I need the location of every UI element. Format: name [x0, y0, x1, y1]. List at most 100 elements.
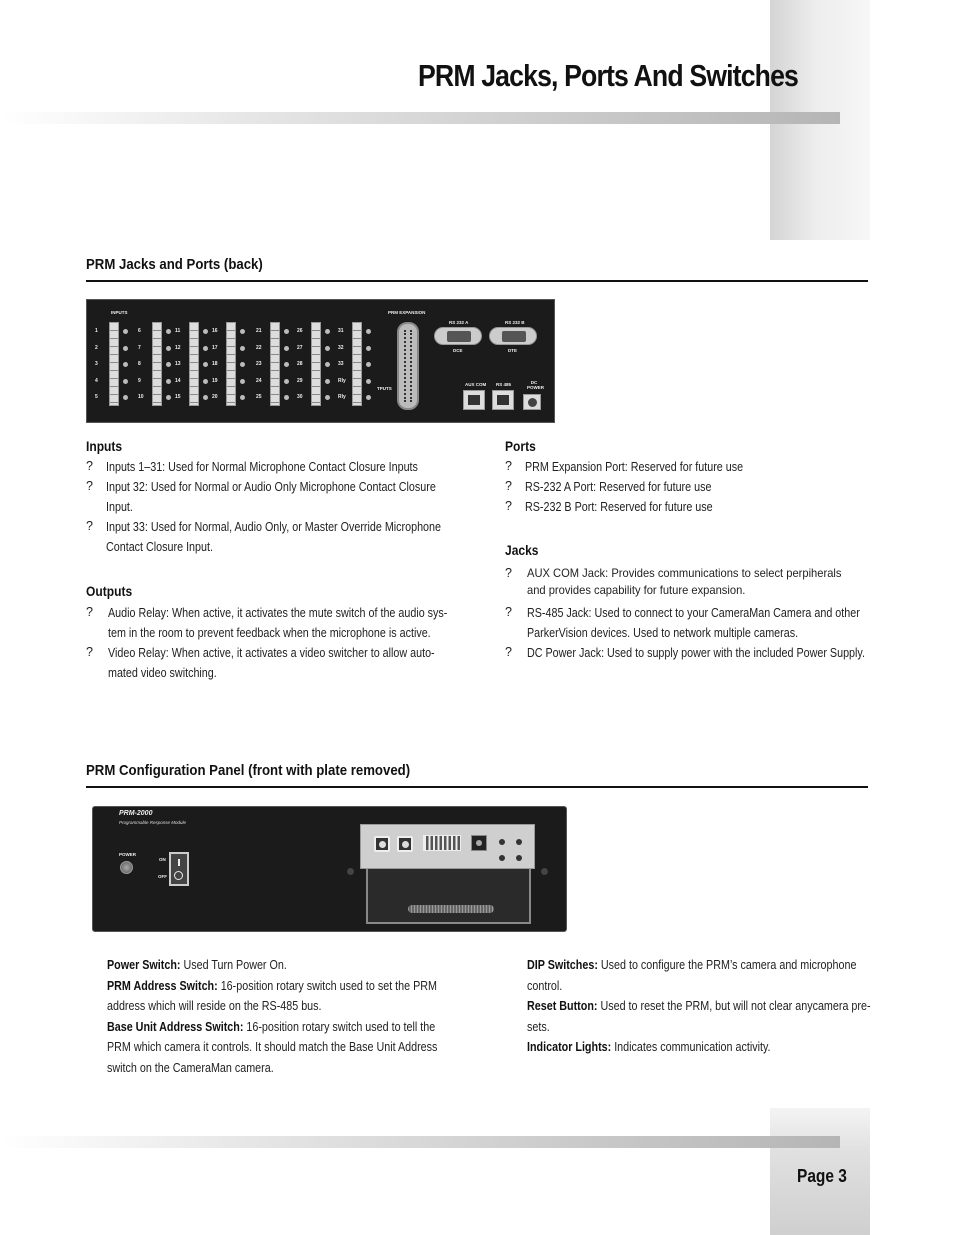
input-number-label: 32 [338, 344, 344, 351]
input-led-icon [123, 378, 128, 384]
bullet-icon: ? [505, 479, 512, 493]
input-number-label: 18 [212, 361, 218, 367]
input-led-icon [240, 378, 245, 384]
input-led-icon [203, 395, 208, 400]
input-number-label: 17 [212, 344, 218, 351]
power-switch [169, 852, 189, 886]
indicator-light-icon [516, 855, 522, 861]
input-led-icon [123, 395, 128, 400]
jacks-item: AUX COM Jack: Provides communications to… [527, 566, 842, 597]
indicator-light-icon [516, 839, 522, 845]
panel-label-dce: DCE [453, 348, 463, 353]
bullet-icon: ? [505, 605, 512, 619]
input-led-icon [366, 329, 371, 334]
input-number-label: 7 [138, 344, 141, 351]
input-led-icon [284, 395, 289, 400]
input-led-icon [325, 362, 330, 367]
terminal-block [352, 322, 362, 406]
input-led-icon [284, 378, 289, 384]
input-number-label: 30 [297, 394, 303, 400]
base-unit-address-rotary-switch [397, 836, 413, 852]
section-rule-back [86, 280, 868, 282]
input-led-icon [123, 329, 128, 334]
ports-item: RS-232 B Port: Reserved for future use [525, 500, 713, 514]
input-led-icon [166, 345, 171, 351]
prm-expansion-connector [397, 322, 419, 410]
input-number-label: 13 [175, 361, 181, 367]
bullet-icon: ? [86, 519, 93, 533]
input-number-label: 3 [95, 361, 98, 367]
input-led-icon [325, 378, 330, 384]
prm-address-rotary-switch [374, 836, 390, 852]
bullet-icon: ? [505, 499, 512, 513]
input-led-icon [240, 362, 245, 367]
heading-ports: Ports [505, 438, 536, 454]
input-number-label: Rly [338, 377, 346, 384]
power-led-icon [120, 861, 133, 874]
input-led-icon [203, 329, 208, 334]
input-led-icon [166, 329, 171, 334]
panel-model-subtitle: Programmable Response Module [119, 820, 187, 825]
input-led-icon [166, 395, 171, 400]
outputs-item: Audio Relay: When active, it activates t… [108, 606, 448, 640]
screw-icon [347, 868, 354, 875]
input-number-label: 2 [95, 344, 98, 351]
page-number: Page 3 [797, 1166, 847, 1186]
panel-label-dte: DTE [508, 348, 517, 353]
rs232b-port [489, 327, 537, 345]
inputs-item: Input 33: Used for Normal, Audio Only, o… [106, 520, 441, 554]
input-number-label: 24 [256, 377, 262, 384]
inputs-item: Inputs 1–31: Used for Normal Microphone … [106, 460, 418, 474]
input-number-label: 9 [138, 377, 141, 384]
input-number-label: 27 [297, 344, 303, 351]
input-number-label: 20 [212, 394, 218, 400]
screw-icon [541, 868, 548, 875]
section-title-back: PRM Jacks and Ports (back) [86, 256, 263, 273]
input-number-label: 8 [138, 361, 141, 367]
input-number-label: 21 [256, 328, 262, 334]
rs232a-port [434, 327, 482, 345]
heading-inputs: Inputs [86, 438, 123, 454]
connector-bracket [366, 869, 531, 924]
input-number-label: 28 [297, 361, 303, 367]
input-number-label: 23 [256, 361, 262, 367]
side-tab-bottom [770, 1108, 870, 1235]
input-led-icon [203, 345, 208, 351]
input-led-icon [123, 362, 128, 367]
ports-item: RS-232 A Port: Reserved for future use [525, 480, 712, 494]
terminal-block [226, 322, 236, 406]
panel-label-tputs: TPUTS [377, 386, 392, 391]
input-led-icon [123, 345, 128, 351]
section-title-front: PRM Configuration Panel (front with plat… [86, 762, 411, 779]
aux-com-jack [463, 390, 485, 410]
heading-jacks: Jacks [505, 542, 539, 558]
input-led-icon [284, 362, 289, 367]
panel-label-off: OFF [158, 874, 167, 879]
panel-label-on: ON [159, 857, 166, 862]
input-number-label: 16 [212, 328, 218, 334]
input-number-label: 12 [175, 344, 181, 351]
input-led-icon [240, 329, 245, 334]
bullet-icon: ? [505, 645, 512, 659]
bullet-icon: ? [86, 459, 93, 473]
input-number-label: 33 [338, 361, 344, 367]
panel-label-power: POWER [119, 852, 137, 857]
input-led-icon [366, 362, 371, 367]
jacks-item: RS-485 Jack: Used to connect to your Cam… [527, 606, 860, 640]
input-number-label: 31 [338, 328, 344, 334]
input-led-icon [284, 329, 289, 334]
input-led-icon [366, 378, 371, 384]
input-number-label: 22 [256, 344, 262, 351]
panel-label-prm-expansion: PRM EXPANSION [388, 310, 426, 315]
header-gradient-bar [0, 112, 840, 124]
panel-label-rs485: RS 485 [496, 382, 512, 387]
input-number-label: 29 [297, 377, 303, 384]
config-left-list: Power Switch: Used Turn Power On. PRM Ad… [107, 958, 438, 1075]
footer-gradient-bar [0, 1136, 840, 1148]
input-number-label: Rly [338, 394, 346, 400]
bullet-icon: ? [86, 479, 93, 493]
config-right-list: DIP Switches: Used to configure the PRM’… [527, 958, 871, 1054]
indicator-light-icon [499, 839, 505, 845]
input-led-icon [203, 378, 208, 384]
